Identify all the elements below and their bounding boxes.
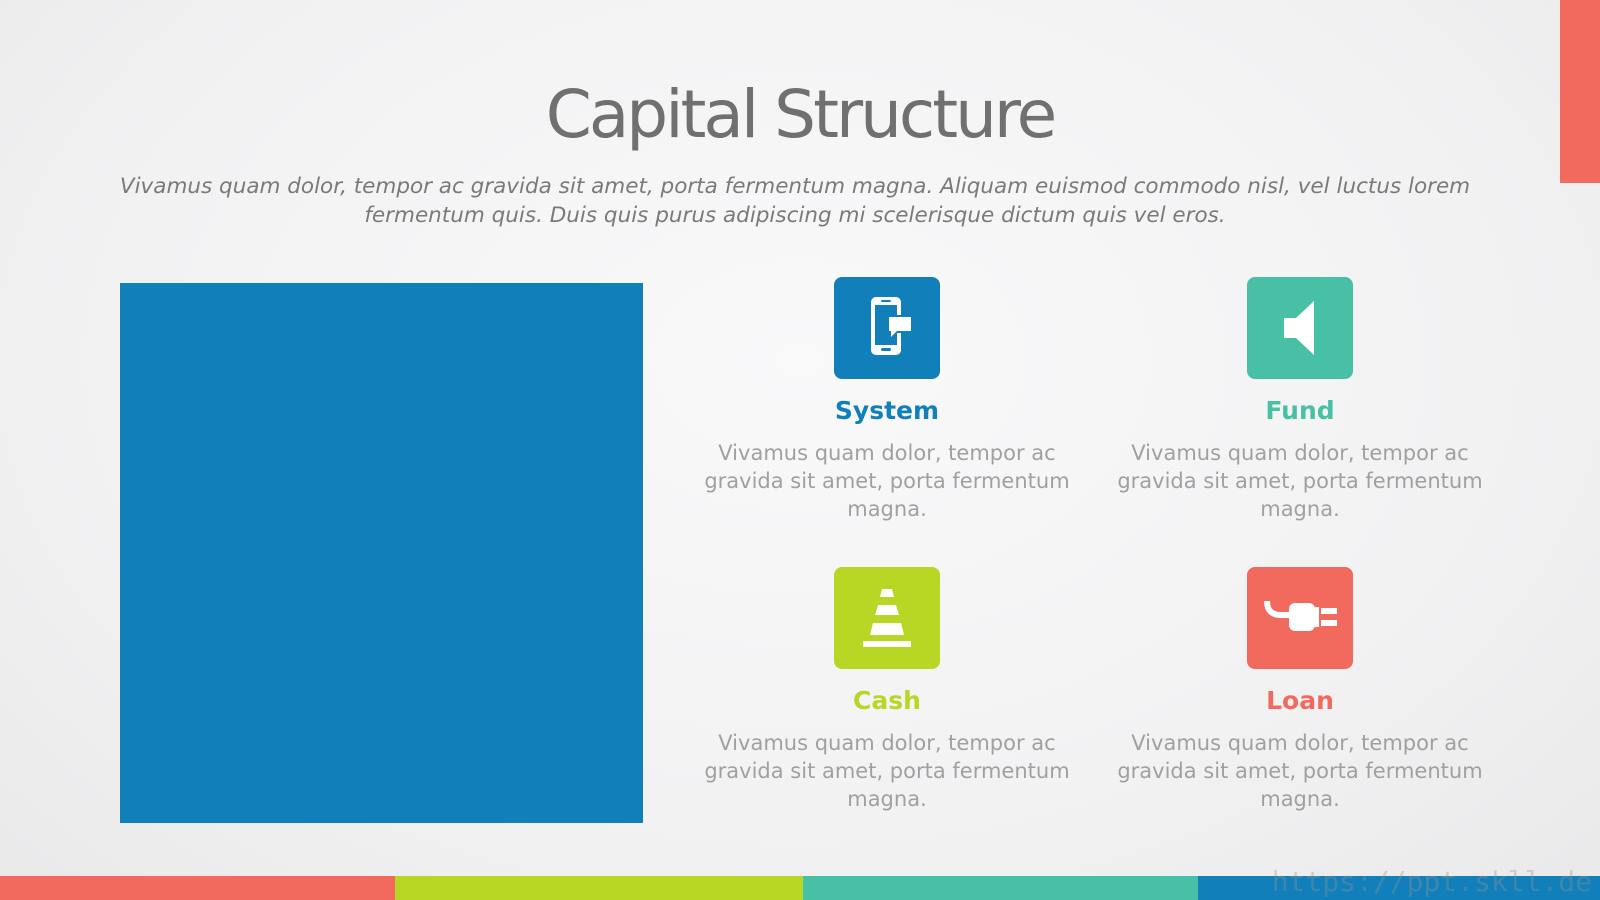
watermark-text: https://ppt.skll.de [1271, 865, 1592, 898]
smartphone-chat-icon [871, 297, 913, 355]
bottom-color-bar [0, 876, 1600, 900]
bottom-bar-segment-blue [1198, 876, 1600, 900]
feature-loan-heading: Loan [1266, 686, 1334, 715]
bottom-bar-segment-teal [803, 876, 1198, 900]
feature-system: System Vivamus quam dolor, tempor ac gra… [697, 277, 1077, 523]
corner-accent-tab [1560, 0, 1600, 183]
feature-system-heading: System [834, 396, 940, 425]
bottom-bar-segment-lime [395, 876, 803, 900]
feature-fund-icon-box [1247, 277, 1353, 379]
feature-loan-icon-box [1247, 567, 1353, 669]
feature-cash-description: Vivamus quam dolor, tempor ac gravida si… [704, 731, 1070, 811]
feature-fund-heading: Fund [1265, 396, 1335, 425]
power-plug-icon [1264, 600, 1337, 631]
image-placeholder [120, 283, 643, 823]
feature-cash: Cash Vivamus quam dolor, tempor ac gravi… [697, 567, 1077, 813]
slide-subtitle: Vivamus quam dolor, tempor ac gravida si… [119, 174, 1471, 228]
feature-fund: Fund Vivamus quam dolor, tempor ac gravi… [1110, 277, 1490, 523]
bottom-bar-segment-coral [0, 876, 395, 900]
feature-loan-description: Vivamus quam dolor, tempor ac gravida si… [1117, 731, 1483, 811]
feature-system-icon-box [834, 277, 940, 379]
feature-system-description: Vivamus quam dolor, tempor ac gravida si… [704, 441, 1070, 521]
feature-cash-heading: Cash [853, 686, 921, 715]
speaker-icon [1284, 301, 1314, 355]
feature-fund-description: Vivamus quam dolor, tempor ac gravida si… [1117, 441, 1483, 521]
traffic-cone-icon [863, 589, 911, 647]
feature-cash-icon-box [834, 567, 940, 669]
feature-loan: Loan Vivamus quam dolor, tempor ac gravi… [1110, 567, 1490, 813]
slide-title: Capital Structure [545, 76, 1057, 153]
